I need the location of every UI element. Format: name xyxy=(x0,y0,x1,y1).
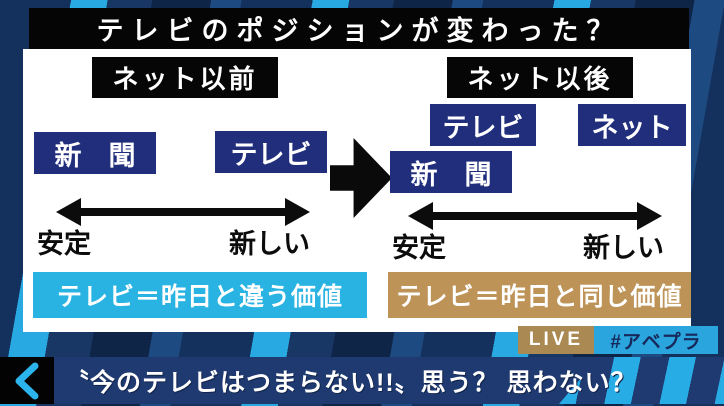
before-axis xyxy=(55,197,311,227)
before-axis-left-label: 安定 xyxy=(37,229,91,259)
double-headed-arrow-icon xyxy=(56,198,310,226)
after-net-label: ネット xyxy=(591,112,673,143)
header-after-internet: ネット以後 xyxy=(447,57,633,98)
before-axis-right-label: 新しい xyxy=(229,229,310,259)
before-tv-label: テレビ xyxy=(230,139,312,170)
ticker-chevron-box xyxy=(0,357,54,404)
before-tv-box: テレビ xyxy=(215,131,327,173)
after-tv-box: テレビ xyxy=(430,104,536,146)
chevron-left-icon xyxy=(15,362,39,399)
after-axis xyxy=(407,201,663,231)
after-net-box: ネット xyxy=(578,104,686,146)
header-after-label: ネット以後 xyxy=(467,64,613,94)
double-headed-arrow-icon xyxy=(408,202,662,230)
after-axis-left-label: 安定 xyxy=(392,233,446,263)
ticker-text: 〝今のテレビはつまらない!!〟思う？ 思わない？ xyxy=(64,368,637,397)
after-conclusion-label: テレビ＝昨日と同じ価値 xyxy=(396,283,683,311)
after-conclusion-box: テレビ＝昨日と同じ価値 xyxy=(388,272,691,318)
title-banner: テレビのポジションが変わった？ xyxy=(29,8,689,49)
hashtag-badge: #アベプラ xyxy=(594,326,718,354)
header-before-internet: ネット以前 xyxy=(92,57,278,98)
before-newspaper-label: 新 聞 xyxy=(54,140,136,171)
before-newspaper-box: 新 聞 xyxy=(34,132,156,174)
page-title: テレビのポジションが変わった？ xyxy=(96,16,622,46)
before-conclusion-box: テレビ＝昨日と違う価値 xyxy=(33,272,367,318)
header-before-label: ネット以前 xyxy=(112,64,258,94)
live-badge-label: LIVE xyxy=(528,329,584,350)
after-newspaper-label: 新 聞 xyxy=(410,159,492,190)
before-conclusion-label: テレビ＝昨日と違う価値 xyxy=(56,283,343,311)
live-badge: LIVE xyxy=(518,326,594,354)
after-newspaper-box: 新 聞 xyxy=(390,151,512,193)
ticker-bar xyxy=(0,357,724,404)
after-axis-right-label: 新しい xyxy=(583,233,664,263)
after-tv-label: テレビ xyxy=(442,112,524,143)
hashtag-badge-label: #アベプラ xyxy=(610,331,702,353)
